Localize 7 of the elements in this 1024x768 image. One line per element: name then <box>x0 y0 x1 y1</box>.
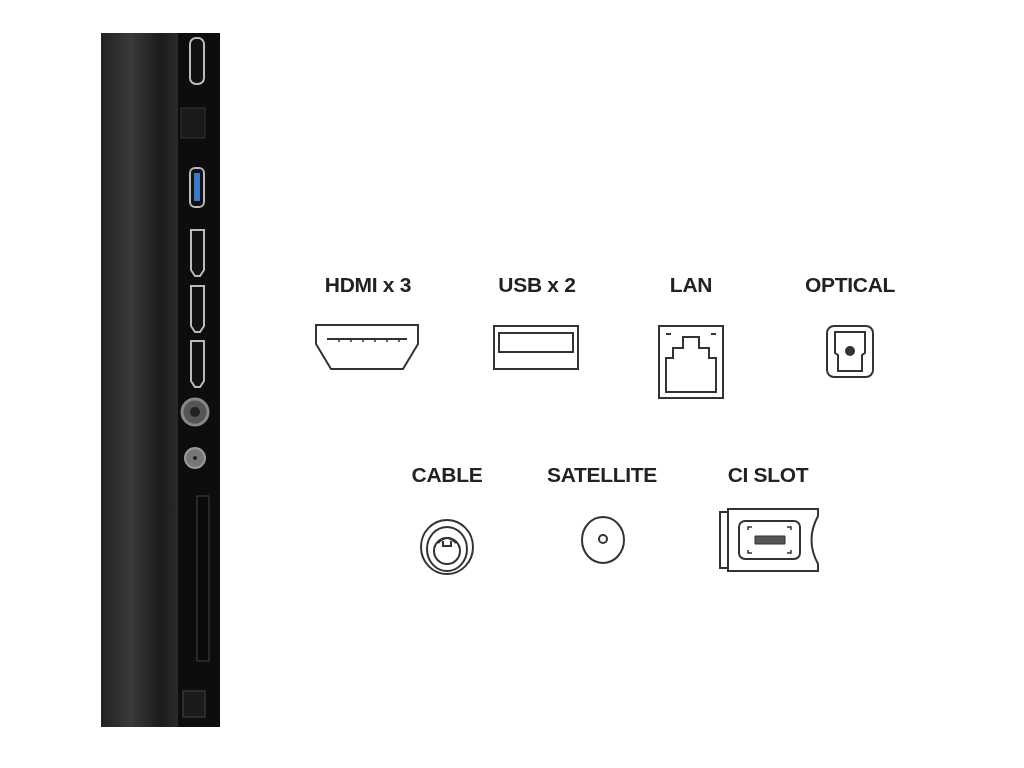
port-label: OPTICAL <box>804 273 896 297</box>
port-label: CI SLOT <box>727 463 809 487</box>
port-label: HDMI x 3 <box>324 273 412 297</box>
port-label: SATELLITE <box>546 463 658 487</box>
port-label: USB x 2 <box>498 273 576 297</box>
port-label: LAN <box>669 273 713 297</box>
port-label: CABLE <box>411 463 483 487</box>
